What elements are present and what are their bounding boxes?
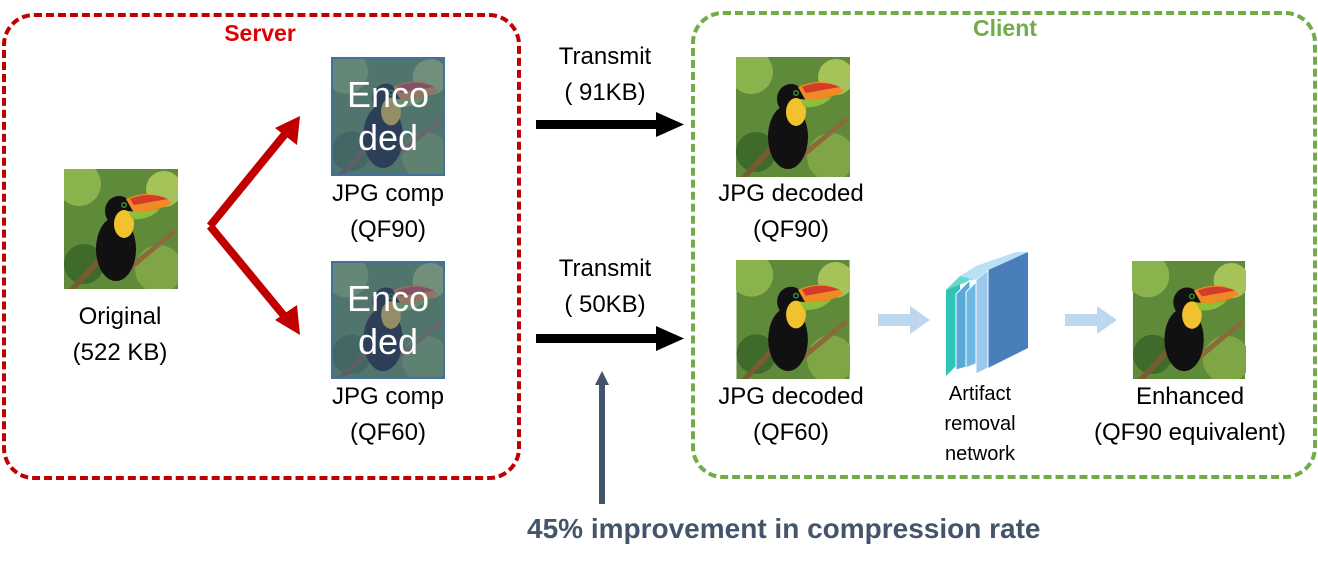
jpg-decoded-qf60-label: JPG decoded (QF60) <box>701 379 881 451</box>
enhanced-label-line2: (QF90 equivalent) <box>1093 419 1287 446</box>
transmit-bottom-arrow-shaft <box>536 334 660 343</box>
transmit-top-label: Transmit ( 91KB) <box>530 39 680 111</box>
network-label-line2: removal <box>944 413 1016 435</box>
encoded-qf60-text2: ded <box>357 321 419 362</box>
encoded-qf90-text1: Enco <box>346 74 430 115</box>
server-box <box>2 13 521 480</box>
split-arrow-up <box>206 125 294 229</box>
to-network-arrow-shaft <box>878 314 912 326</box>
transmit-top-line2: ( 91KB) <box>564 79 646 106</box>
transmit-top-line1: Transmit <box>558 43 652 70</box>
network-label-line3: network <box>944 443 1016 465</box>
to-enhanced-arrow-head <box>1097 306 1117 334</box>
improvement-caption: 45% improvement in compression rate <box>527 513 1041 544</box>
network-icon <box>946 252 1028 376</box>
jpg-comp-qf60-line2: (QF60) <box>349 419 426 446</box>
jpg-comp-qf90-line2: (QF90) <box>349 216 426 243</box>
encoded-qf60-image: Enco ded <box>331 261 445 379</box>
jpg-comp-qf90-line1: JPG comp <box>331 180 445 207</box>
transmit-bottom-label: Transmit ( 50KB) <box>530 251 680 323</box>
jpg-decoded-qf90-label: JPG decoded (QF90) <box>701 176 881 248</box>
transmit-top-arrow-shaft <box>536 120 660 129</box>
encoded-qf60-text1: Enco <box>346 278 430 319</box>
transmit-bottom-line2: ( 50KB) <box>564 291 646 318</box>
transmit-bottom-arrow-head <box>656 326 684 351</box>
server-title: Server <box>224 20 296 46</box>
client-box <box>691 11 1317 479</box>
jpg-decoded-qf60-line1: JPG decoded <box>718 383 864 410</box>
network-layer-top <box>960 252 1028 280</box>
transmit-bottom-line1: Transmit <box>558 255 652 282</box>
improvement-arrow-shaft <box>599 384 605 504</box>
network-label-line1: Artifact <box>948 383 1012 405</box>
enhanced-label: Enhanced (QF90 equivalent) <box>1080 379 1300 451</box>
original-label-line1: Original <box>78 303 162 330</box>
jpg-comp-qf60-line1: JPG comp <box>331 383 445 410</box>
encoded-qf90-overlay: Enco ded <box>331 57 445 176</box>
transmit-top-arrow-head <box>656 112 684 137</box>
network-layer-front <box>988 252 1028 368</box>
network-layer-front-side <box>975 268 989 375</box>
to-enhanced-arrow-shaft <box>1065 314 1099 326</box>
encoded-qf60-overlay: Enco ded <box>331 261 445 379</box>
encoded-qf90-text2: ded <box>357 117 419 158</box>
jpg-decoded-qf60-line2: (QF60) <box>752 419 829 446</box>
client-title: Client <box>973 15 1037 41</box>
original-label: Original (522 KB) <box>40 299 200 371</box>
jpg-comp-qf90-label: JPG comp (QF90) <box>308 176 468 248</box>
original-label-line2: (522 KB) <box>72 339 168 366</box>
jpg-decoded-qf90-line2: (QF90) <box>752 216 829 243</box>
improvement-arrow-head <box>595 371 609 385</box>
split-arrow-down-head <box>275 305 300 335</box>
split-arrow-down <box>206 223 294 326</box>
jpg-comp-qf60-label: JPG comp (QF60) <box>308 379 468 451</box>
to-network-arrow-head <box>910 306 930 334</box>
split-arrow-up-head <box>275 116 300 145</box>
artifact-removal-network-label: Artifact removal network <box>920 379 1040 469</box>
enhanced-label-line1: Enhanced <box>1135 383 1245 410</box>
encoded-qf90-image: Enco ded <box>331 57 445 176</box>
jpg-decoded-qf90-line1: JPG decoded <box>718 180 864 207</box>
